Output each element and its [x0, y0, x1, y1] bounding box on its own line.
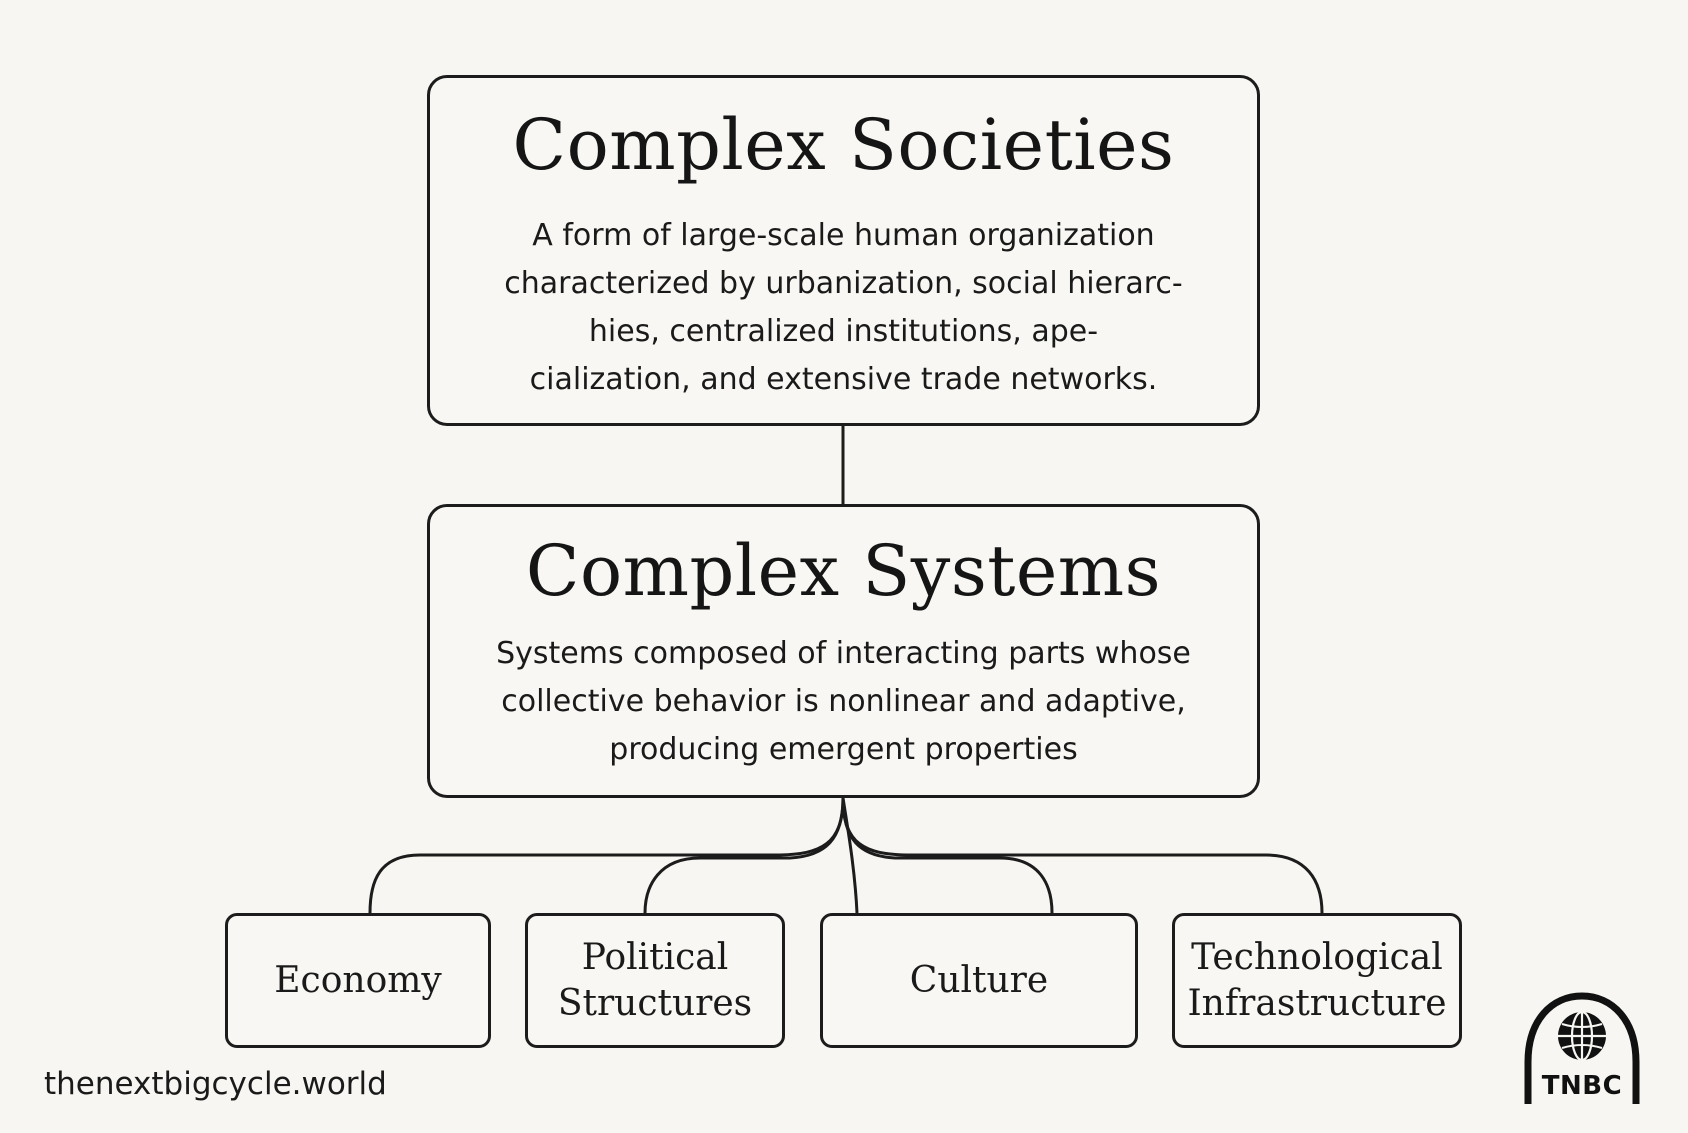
connector-economy	[368, 797, 845, 914]
node-description: Systems composed of interacting parts wh…	[430, 630, 1257, 774]
connector-culture	[841, 797, 859, 914]
node-label: Infrastructure	[1187, 982, 1447, 1024]
globe-arch-icon	[1524, 992, 1640, 1104]
node-label: Culture	[909, 959, 1049, 1001]
description-line: cialization, and extensive trade network…	[529, 362, 1158, 397]
node-label: Economy	[274, 959, 442, 1001]
node-title: Complex Systems	[525, 530, 1162, 612]
tnbc-logo: TNBC	[1520, 992, 1644, 1106]
node-label: Political	[581, 936, 729, 978]
connector-culture-right	[841, 797, 1054, 914]
node-complex-societies: Complex Societies A form of large-scale …	[427, 75, 1260, 426]
description-line: collective behavior is nonlinear and ada…	[501, 684, 1186, 719]
node-technological-infrastructure: Technological Infrastructure	[1172, 913, 1462, 1048]
logo-text: TNBC	[1541, 1071, 1623, 1101]
node-description: A form of large-scale human organization…	[430, 212, 1257, 404]
node-label: Technological	[1191, 936, 1443, 978]
connector-political	[643, 797, 845, 914]
footer-url: thenextbigcycle.world	[44, 1066, 387, 1102]
node-title: Complex Societies	[512, 104, 1175, 186]
description-line: characterized by urbanization, social hi…	[504, 266, 1183, 301]
node-complex-systems: Complex Systems Systems composed of inte…	[427, 504, 1260, 798]
description-line: producing emergent properties	[609, 732, 1078, 767]
node-culture: Culture	[820, 913, 1138, 1048]
description-line: Systems composed of interacting parts wh…	[496, 636, 1191, 671]
node-economy: Economy	[225, 913, 491, 1048]
node-political-structures: Political Structures	[525, 913, 785, 1048]
connector-tech	[841, 797, 1324, 914]
description-line: hies, centralized institutions, ape-	[588, 314, 1099, 349]
description-line: A form of large-scale human organization	[532, 218, 1155, 253]
node-label: Structures	[557, 982, 753, 1024]
